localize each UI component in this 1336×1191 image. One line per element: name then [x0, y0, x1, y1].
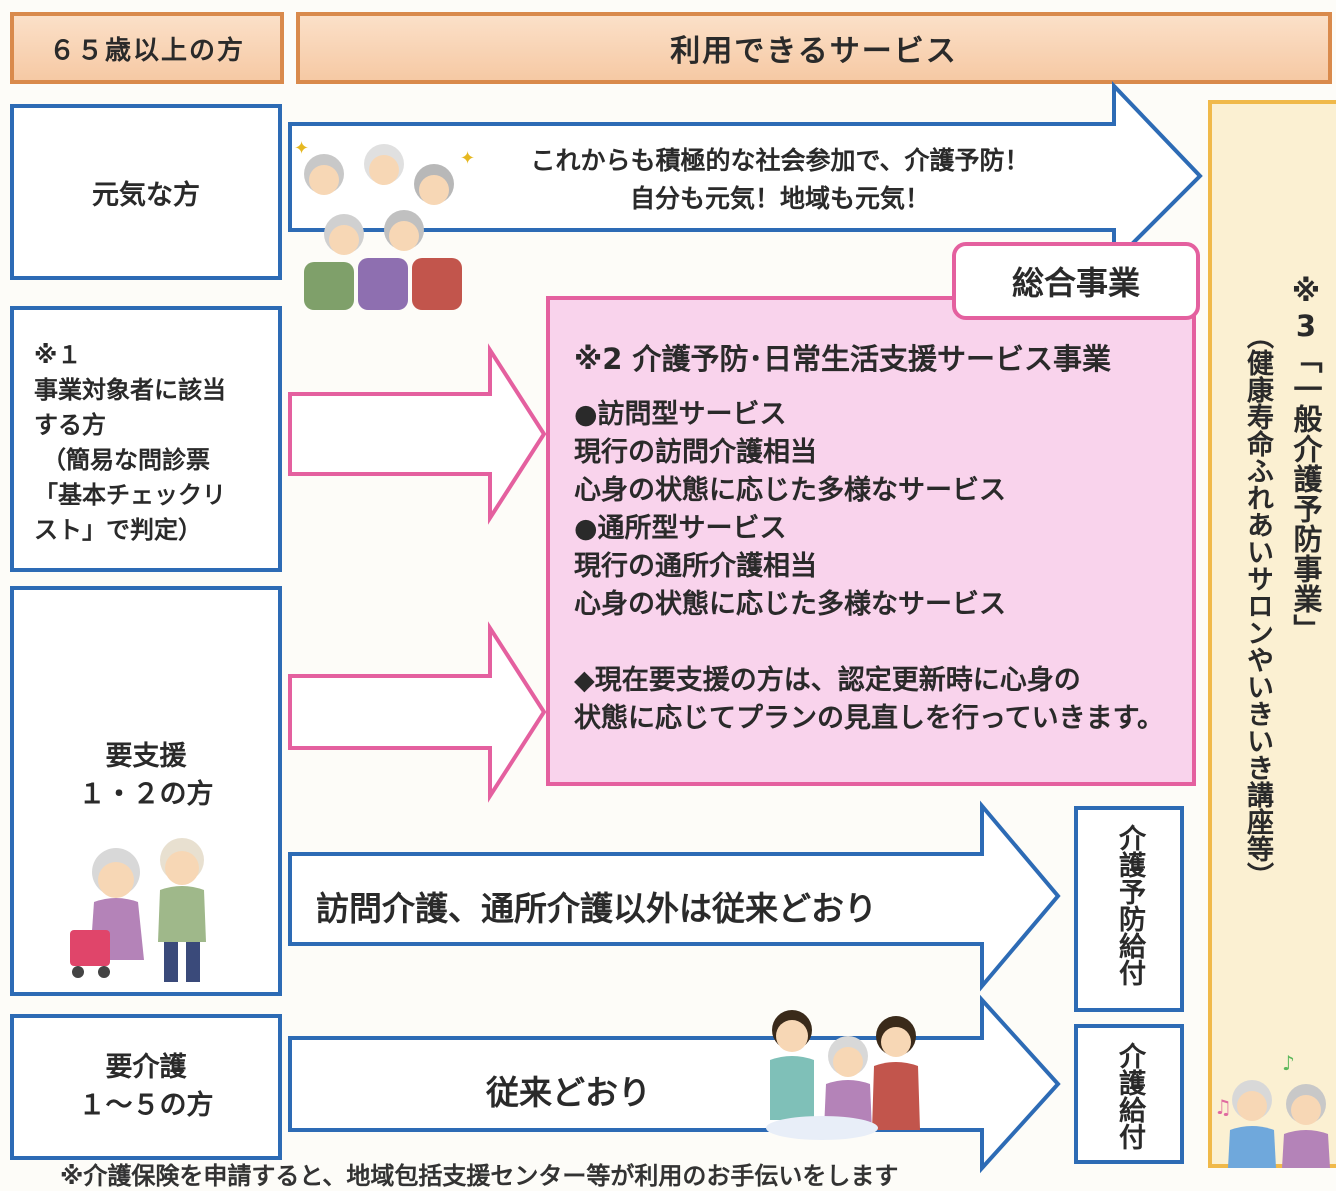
sogo-title: ※2 介護予防･日常生活支援サービス事業 [574, 342, 1111, 376]
jigyo-line: 事業対象者に該当 [34, 376, 226, 404]
category-jigyo-taishosha: ※１ 事業対象者に該当 する方 （簡易な問診票 「基本チェックリ スト」で判定） [10, 306, 282, 572]
sogo-tab-label: 総合事業 [1011, 264, 1140, 302]
benefit-kaigo-label: 介護給付 [1114, 1042, 1145, 1150]
arrow-yoshien-other-text: 訪問介護、通所介護以外は従来どおり [316, 889, 877, 928]
ippan-title: ※3「一般介護予防事業」 [1289, 274, 1323, 644]
sogo-tab: 総合事業 [952, 242, 1200, 320]
yoshien-label: 要支援 １・２の方 [14, 738, 278, 814]
category-yoshien: 要支援 １・２の方 [10, 586, 282, 996]
elderly-couple-illustration [70, 838, 206, 982]
note-line: ◆現在要支援の方は、認定更新時に心身の [574, 665, 1081, 696]
jigyo-line: スト」で判定） [34, 516, 202, 544]
arrow-yoshien-other [288, 800, 1061, 992]
sogo-service-list: ●訪問型サービス 現行の訪問介護相当 心身の状態に応じた多様なサービス ●通所型… [574, 396, 1006, 624]
yokaigo-line: 要介護 [105, 1052, 187, 1083]
arrow-genki [288, 81, 1203, 267]
service-line: 現行の訪問介護相当 [574, 437, 817, 468]
footer-caption-partial: ※介護保険を申請すると、地域包括支援センター等が利用のお手伝いをします [60, 1162, 899, 1190]
family-care-illustration [766, 1010, 920, 1140]
jigyo-line: する方 [34, 411, 106, 439]
service-line: 心身の状態に応じた多様なサービス [574, 475, 1006, 506]
category-yokaigo: 要介護 １～５の方 [10, 1014, 282, 1160]
jigyo-line: 「基本チェックリ [34, 481, 226, 509]
genki-slogan-line: 自分も元気！地域も元気！ [629, 184, 930, 213]
service-heading-tsusho: ●通所型サービス [574, 513, 787, 544]
header-target: ６５歳以上の方 [10, 12, 284, 84]
svg-text:✦: ✦ [460, 148, 475, 169]
header-services-label: 利用できるサービス [670, 34, 958, 69]
benefit-yobo-kyufu: 介護予防給付 [1074, 806, 1184, 1012]
ippan-subtitle: （健康寿命ふれあいサロンやいきいき講座等） [1242, 322, 1273, 889]
jigyo-note-ref: ※１ [34, 341, 82, 369]
yoshien-line: 要支援 [105, 741, 187, 772]
benefit-yobo-label: 介護予防給付 [1114, 824, 1145, 986]
jigyo-line: （簡易な問診票 [42, 446, 210, 474]
category-genki: 元気な方 [10, 104, 282, 280]
service-heading-homon: ●訪問型サービス [574, 399, 787, 430]
header-services: 利用できるサービス [296, 12, 1332, 84]
svg-text:✦: ✦ [294, 138, 309, 159]
singing-seniors-illustration: ♪ ♫ [1214, 1052, 1330, 1168]
benefit-kaigo-kyufu: 介護給付 [1074, 1024, 1184, 1164]
header-target-label: ６５歳以上の方 [48, 35, 245, 66]
arrow-yokaigo-text: 従来どおり [486, 1073, 651, 1112]
category-genki-label: 元気な方 [92, 179, 200, 211]
arrow-jigyo [288, 343, 547, 525]
service-line: 現行の通所介護相当 [574, 551, 817, 582]
arrow-yoshien [288, 621, 547, 803]
yoshien-line: １・２の方 [78, 779, 214, 810]
svg-text:♪: ♪ [1282, 1052, 1295, 1075]
note-line: 状態に応じてプランの見直しを行っていきます。 [574, 703, 1164, 734]
yokaigo-line: １～５の方 [78, 1090, 214, 1121]
genki-slogan-line: これからも積極的な社会参加で、介護予防！ [530, 146, 1030, 175]
ippan-kaigo-yobo-panel: ※3「一般介護予防事業」 （健康寿命ふれあいサロンやいきいき講座等） ♪ ♫ [1208, 100, 1336, 1168]
arrow-genki-text: これからも積極的な社会参加で、介護予防！ 自分も元気！地域も元気！ [480, 142, 1080, 218]
sogo-jigyo-panel: ※2 介護予防･日常生活支援サービス事業 ●訪問型サービス 現行の訪問介護相当 … [546, 296, 1196, 786]
service-line: 心身の状態に応じた多様なサービス [574, 589, 1006, 620]
arrow-yokaigo [288, 994, 1061, 1174]
sogo-note: ◆現在要支援の方は、認定更新時に心身の 状態に応じてプランの見直しを行っていきま… [574, 662, 1164, 738]
svg-text:♫: ♫ [1214, 1095, 1232, 1119]
cheering-seniors-illustration: ✦ ✦ [294, 138, 475, 310]
